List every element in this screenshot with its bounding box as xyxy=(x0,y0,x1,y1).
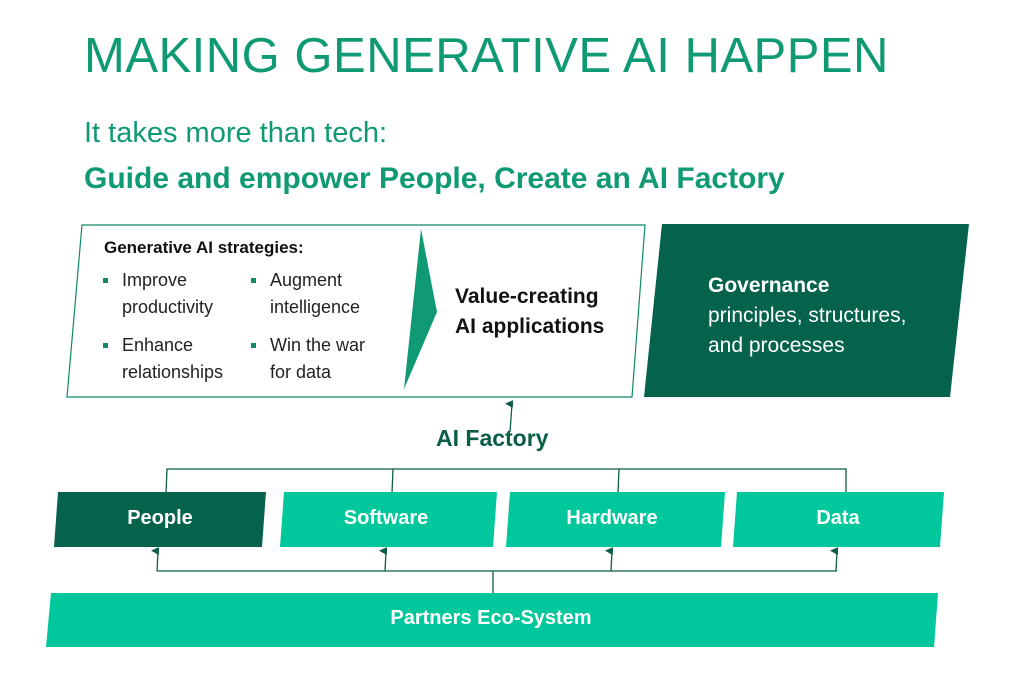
bullet-icon xyxy=(251,343,256,348)
people-box xyxy=(54,492,266,547)
ai-factory-label: AI Factory xyxy=(436,425,549,451)
pillar-hardware-label: Hardware xyxy=(566,507,658,529)
pillar-people-label: People xyxy=(127,507,193,529)
pillar-software-label: Software xyxy=(343,507,429,529)
bullet-icon xyxy=(103,343,108,348)
bullet-icon xyxy=(251,278,256,283)
governance-box xyxy=(644,224,969,397)
page-title: MAKING GENERATIVE AI HAPPEN xyxy=(84,29,889,83)
data-box xyxy=(733,492,944,547)
strategy-item: Win the war for data xyxy=(251,332,365,386)
chevron-arrow-icon xyxy=(404,229,437,389)
tagline: Guide and empower People, Create an AI F… xyxy=(84,162,785,195)
strategy-item: Enhance relationships xyxy=(103,332,223,386)
strategy-item: Improve productivity xyxy=(103,267,213,321)
partners-box xyxy=(46,593,938,647)
strategies-box xyxy=(66,224,646,398)
pillar-data-label: Data xyxy=(816,507,860,529)
value-creating-label: Value-creating AI applications xyxy=(455,285,605,338)
strategy-item: Augment intelligence xyxy=(251,267,360,321)
strategies-heading: Generative AI strategies: xyxy=(104,238,304,257)
hardware-box xyxy=(506,492,725,547)
bullet-icon xyxy=(103,278,108,283)
subtitle: It takes more than tech: xyxy=(84,117,388,149)
software-box xyxy=(280,492,497,547)
governance-label: Governance principles, structures, and p… xyxy=(708,274,907,357)
partners-label: Partners Eco-System xyxy=(390,607,592,629)
